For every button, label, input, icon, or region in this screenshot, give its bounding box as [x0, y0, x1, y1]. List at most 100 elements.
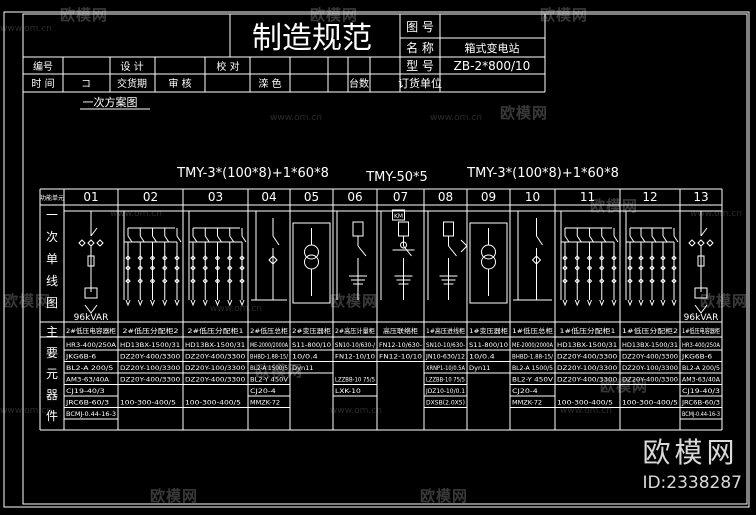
url-watermark-tile: www.om.cn: [560, 406, 612, 416]
side-label-components: 主: [46, 325, 58, 339]
ct-symbol: [96, 239, 104, 247]
component-text: 100-300-400/5: [622, 399, 678, 407]
branch-switch: [589, 235, 594, 243]
ct-symbol: [149, 278, 156, 284]
ct-symbol: [638, 278, 644, 284]
ct-symbol: [162, 255, 168, 261]
branch-switch: [176, 235, 182, 243]
date-label: 时 间: [31, 77, 54, 90]
component-text: 100-300-400/5: [185, 399, 241, 407]
component-text: DZ20Y-100/3300: [622, 364, 678, 372]
ct-symbol: [174, 278, 180, 284]
outgoing-arrow: [162, 299, 168, 307]
component-text: DZ20Y-400/3300: [557, 376, 617, 384]
url-watermark-tile: www.om.cn: [270, 113, 322, 123]
ct-symbol: [137, 265, 143, 271]
ct-symbol: [202, 265, 208, 271]
panel-name: 1#低压分配柜2: [622, 326, 678, 335]
transformer-frame: [292, 222, 331, 304]
component-text: FN12-10/10: [379, 353, 422, 361]
ct-symbol: [125, 265, 131, 271]
ct-symbol: [586, 278, 593, 284]
brand-watermark: 欧模网 ID:2338287: [642, 431, 742, 493]
component-text: 100-300-400/5: [557, 399, 613, 407]
drawing-no-label: 图 号: [406, 20, 434, 34]
branch-switch: [613, 235, 619, 243]
component-text: DXSB(2.0X5): [426, 399, 465, 407]
ct-symbol: [214, 265, 221, 271]
ct-symbol: [671, 265, 677, 271]
ct-symbol: [649, 255, 655, 261]
branch-switch: [217, 235, 222, 243]
component-text: AM3-63/40A: [66, 376, 110, 384]
side-label-components: 件: [46, 409, 58, 423]
ct-symbol: [87, 239, 95, 247]
ct-symbol: [574, 255, 580, 261]
ct-symbol: [162, 265, 168, 271]
branch-switch: [152, 235, 157, 243]
component-text: AM3-63/40A: [682, 376, 721, 384]
ct-symbol: [239, 278, 245, 284]
ct-symbol: [697, 239, 705, 247]
branch-switch: [164, 235, 170, 243]
side-label-components: 元: [46, 367, 58, 381]
ct-symbol: [611, 255, 617, 261]
branch-switch: [204, 235, 210, 243]
delivery-label: 交货期: [117, 77, 147, 90]
outgoing-arrow: [638, 299, 644, 307]
component-text: 10/0.4: [469, 353, 495, 361]
busbar-left-label: TMY-3*(100*8)+1*60*8: [176, 166, 329, 181]
component-text: MMZK-72: [250, 399, 280, 407]
panel-name: 1#高压进线柜: [426, 326, 465, 335]
panel-name: 高压联络柜: [383, 326, 419, 335]
ct-symbol: [174, 255, 180, 261]
km-meter-box: [392, 209, 405, 221]
name-label: 名 称: [406, 40, 434, 55]
outgoing-arrow: [202, 299, 208, 307]
brand-watermark-text: 欧模网: [642, 436, 739, 469]
outgoing-arrow: [137, 299, 143, 307]
busbar-middle-label: TMY-50*5: [365, 170, 428, 185]
hv-switch-blade: [357, 245, 367, 257]
component-text: CJ19-40/3: [682, 387, 720, 395]
component-text: JRC6B-60/3: [681, 399, 720, 407]
component-text: ME-2000/2000A: [512, 341, 553, 349]
url-watermark-tile: www.om.cn: [430, 113, 482, 123]
ct-symbol: [174, 265, 180, 271]
ct-symbol: [531, 255, 542, 265]
component-text: BL2-A 200/5: [682, 364, 720, 372]
component-text: S11-800/10: [469, 341, 508, 349]
hv-switch-box: [398, 221, 409, 237]
panel-number: 07: [393, 190, 408, 204]
branch-switch: [229, 235, 235, 243]
panel-name: 2#低压分配柜1: [188, 326, 244, 335]
panel-name: 2#变压器柜: [292, 326, 332, 335]
branch-switch: [662, 235, 668, 243]
drawing-title: 制造规范: [252, 21, 372, 56]
panel-name: 1#低压分配柜1: [560, 326, 616, 335]
outgoing-arrow: [649, 299, 655, 307]
panel-number: 09: [481, 190, 496, 204]
panel-number: 04: [261, 190, 276, 204]
branch-switch: [564, 235, 570, 243]
reviewer-label: 审 核: [168, 77, 191, 90]
ct-symbol: [190, 255, 196, 261]
url-watermark-tile: www.om.cn: [210, 304, 262, 314]
component-text: DZ20Y-400/3300: [557, 353, 617, 361]
customer-label: 订货单位: [398, 76, 442, 90]
ct-symbol: [190, 278, 196, 284]
panel-name: 2#低压总柜: [250, 326, 289, 335]
side-label-components: 要: [46, 346, 58, 360]
panel-number: 12: [642, 190, 657, 204]
ct-symbol: [611, 278, 617, 284]
panel-name: 1#低压总柜: [512, 326, 554, 335]
component-text: JN10-630/12: [425, 353, 465, 361]
hv-switch-blade: [448, 245, 457, 257]
branch-switch: [241, 235, 247, 243]
date-value: コ: [81, 79, 91, 90]
panel-name: 2#低压分配柜2: [123, 326, 179, 335]
component-text: CJ19-40/3: [66, 387, 105, 395]
model-label: 型 号: [406, 59, 434, 73]
